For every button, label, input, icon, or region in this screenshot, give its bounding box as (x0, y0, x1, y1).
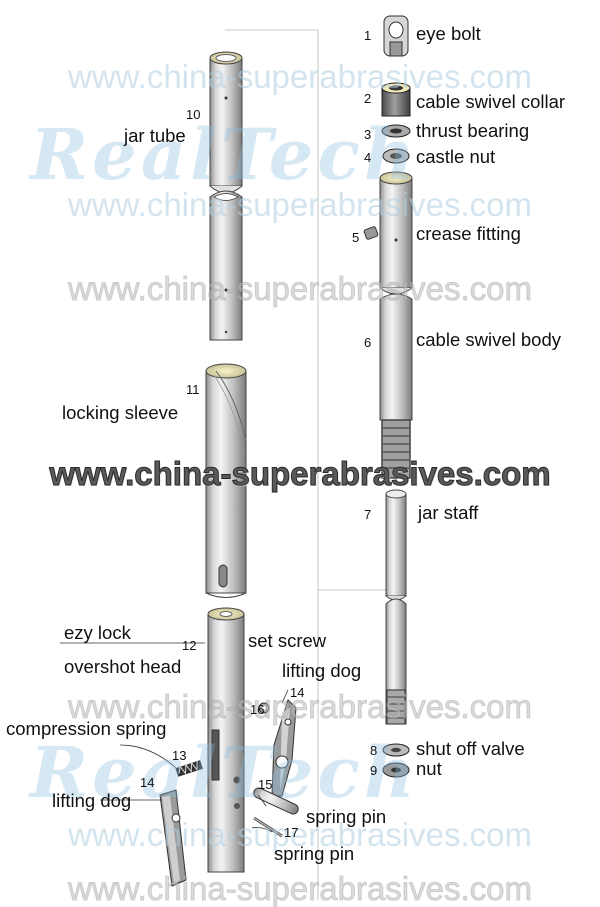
spring-pin-17 (253, 816, 283, 838)
part-label: overshot head (64, 656, 182, 677)
castle-nut (382, 148, 410, 164)
part-label: jar staff (418, 502, 479, 523)
assembly-guide-line (225, 29, 390, 900)
overshot-head (207, 607, 245, 873)
cable-swivel-collar (381, 82, 411, 117)
crease-fitting (363, 226, 379, 240)
part-label: lifting dog (282, 660, 362, 681)
part-number: 14 (290, 685, 305, 700)
part-number: 9 (370, 763, 378, 778)
ezy-lock-label: ezy lock (64, 622, 131, 643)
part-label: compression spring (6, 718, 167, 739)
part-label: shut off valve (416, 738, 525, 759)
compression-spring (175, 760, 203, 777)
part-number: 16 (250, 702, 265, 717)
watermark-text: www.china-superabrasives.com (67, 270, 532, 307)
part-number: 13 (172, 748, 187, 763)
part-number: 15 (258, 777, 273, 792)
part-label: cable swivel collar (416, 91, 566, 112)
watermark-logo: RealTech (30, 731, 419, 814)
watermark-text: www.china-superabrasives.com (49, 455, 551, 492)
locking-sleeve (205, 363, 247, 598)
spring-pin-15 (253, 787, 299, 815)
part-number: 1 (364, 28, 372, 43)
lifting-dog-left (159, 789, 187, 887)
part-label: spring pin (306, 806, 387, 827)
part-number: 4 (364, 150, 372, 165)
part-label: cable swivel body (416, 329, 561, 350)
part-number: 5 (352, 230, 360, 245)
watermark-text: www.china-superabrasives.com (67, 58, 532, 95)
part-label: castle nut (416, 146, 496, 167)
part-number: 14 (140, 775, 155, 790)
part-number: 6 (364, 335, 372, 350)
watermark-text: www.china-superabrasives.com (67, 816, 532, 853)
eye-bolt (383, 15, 409, 57)
shut-off-valve (382, 743, 410, 757)
part-label: locking sleeve (62, 402, 179, 423)
part-label: crease fitting (416, 223, 521, 244)
part-label: nut (416, 758, 442, 779)
watermark-text: www.china-superabrasives.com (67, 186, 532, 223)
jar-tube-lower (209, 190, 243, 341)
nut (382, 762, 410, 778)
jar-tube (209, 51, 243, 194)
part-number: 17 (284, 825, 299, 840)
leader-lines-left (60, 642, 289, 833)
part-number: 2 (364, 91, 372, 106)
watermark-logo: RealTech (30, 113, 419, 196)
part-number: 11 (186, 382, 200, 397)
part-label: eye bolt (416, 23, 481, 44)
part-label: spring pin (274, 843, 355, 864)
part-label: lifting dog (52, 790, 132, 811)
part-number: 8 (370, 743, 378, 758)
watermark-text: www.china-superabrasives.com (67, 688, 532, 725)
part-number: 3 (364, 127, 372, 142)
cable-swivel-body (379, 171, 413, 479)
thrust-bearing (381, 124, 411, 138)
part-label: thrust bearing (416, 120, 530, 141)
set-screw (258, 702, 270, 714)
part-number: 7 (364, 507, 372, 522)
part-label: jar tube (124, 125, 186, 146)
part-label: set screw (248, 630, 327, 651)
part-number: 10 (186, 107, 201, 122)
watermark-text: www.china-superabrasives.com (67, 870, 532, 907)
jar-staff (385, 489, 407, 725)
part-number: 12 (182, 638, 197, 653)
